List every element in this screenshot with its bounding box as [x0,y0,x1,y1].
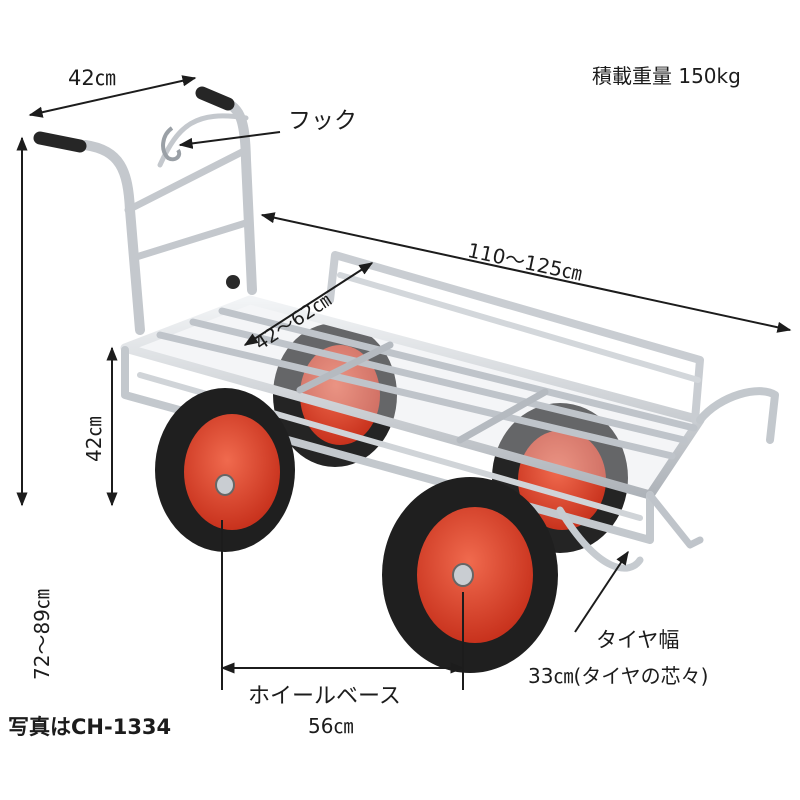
tire-width-value: 33㎝(タイヤの芯々) [528,664,709,688]
wheelbase-value: 56㎝ [308,714,354,738]
tire-width-pointer [574,550,629,633]
hook-shape [161,126,182,162]
front-left-wheel [155,388,295,552]
load-capacity-label: 積載重量 150kg [592,64,741,88]
bed-length-dimension-line [260,212,792,333]
wheelbase-title: ホイールベース [248,684,401,709]
handle-knob [226,275,240,289]
hook-pointer [178,131,281,149]
tire-width-title: タイヤ幅 [596,628,680,652]
height-range-label: 72～89㎝ [30,589,54,680]
bed-width-dimension-line [243,262,374,346]
width-dimension-line [28,75,197,118]
handle-width-label: 42㎝ [68,66,116,90]
handle-grips [33,86,235,153]
dimension-lines [16,75,792,690]
photo-note: 写真はCH-1334 [8,715,172,739]
front-right-wheel [382,477,558,673]
bed-height-label: 42㎝ [82,416,106,462]
hook-label: フック [288,108,357,134]
